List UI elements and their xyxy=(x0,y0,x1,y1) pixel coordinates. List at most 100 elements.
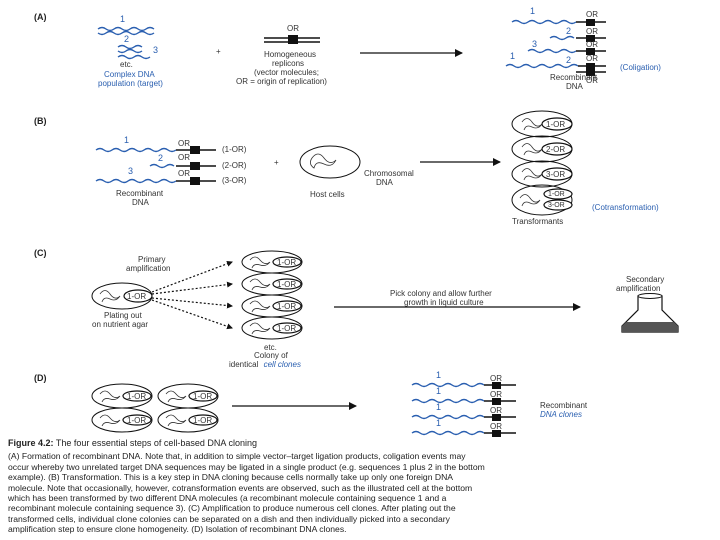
origin-block xyxy=(492,382,501,389)
clone-cell: 1-OR xyxy=(157,407,219,433)
flask-rim xyxy=(637,293,663,299)
panel-b-host-cell: Chromosomal DNA Host cells xyxy=(299,145,414,199)
recombinant-label: DNA xyxy=(132,198,150,207)
plasmid-label: 1-OR xyxy=(127,392,146,401)
plasmid-label: 1-OR xyxy=(193,416,212,425)
or-label: OR xyxy=(287,24,299,33)
transformants-label: Transformants xyxy=(512,217,563,226)
host-cells-label: Host cells xyxy=(310,190,345,199)
dna-fragment xyxy=(97,26,155,32)
dna-insert xyxy=(511,19,577,25)
plasmid-label: 1-OR xyxy=(277,258,296,267)
etc-label: etc. xyxy=(120,60,133,69)
caption-line: transformed cells, individual clone colo… xyxy=(8,513,450,524)
transformant-cell: 1-OR 3-OR xyxy=(511,184,573,216)
plasmid-label: 1-OR xyxy=(127,416,146,425)
caption-line: molecule. Note that occasionally, howeve… xyxy=(8,482,473,493)
replicon-label: (vector molecules; xyxy=(254,68,319,77)
panel-d-clones: 1 OR 1 OR 1 OR 1 OR Recombinant DNA clon… xyxy=(411,370,588,437)
panel-c-primary: Primary amplification 1-OR Plating out o… xyxy=(91,255,233,330)
or-label: OR xyxy=(490,390,502,399)
panel-b-recombinant-dna: 1 OR (1-OR) 2 OR (2-OR) 3 OR (3-OR) Reco… xyxy=(95,135,247,207)
caption-line: (A) Formation of recombinant DNA. Note t… xyxy=(8,451,466,462)
plasmid-label: 1-OR xyxy=(548,191,565,198)
recombinant-label: Recombinant xyxy=(116,189,164,198)
fragment-number: 3 xyxy=(532,39,537,49)
caption-line: example). (B) Transformation. This is a … xyxy=(8,472,454,483)
clone-cell: 1-OR xyxy=(241,272,303,296)
chromosomal-label: Chromosomal xyxy=(364,169,414,178)
colony-label-b: cell clones xyxy=(264,360,301,369)
origin-block xyxy=(288,35,298,44)
plasmid xyxy=(123,289,153,303)
or-label: OR xyxy=(178,153,190,162)
dna-insert xyxy=(411,430,485,436)
caption-line: which has been transformed by two differ… xyxy=(8,493,447,504)
transformant-cell: 2-OR xyxy=(511,135,573,163)
recombinant-tag: (3-OR) xyxy=(222,176,247,185)
coligation-label: (Coligation) xyxy=(620,63,661,72)
fragment-number: 3 xyxy=(128,166,133,176)
origin-block xyxy=(586,35,595,42)
replicon-label: OR = origin of replication) xyxy=(236,77,327,86)
dna-insert xyxy=(411,398,485,404)
or-label: OR xyxy=(586,54,598,63)
origin-block xyxy=(586,63,595,70)
pick-label: growth in liquid culture xyxy=(404,298,484,307)
primary-label: amplification xyxy=(126,264,170,273)
fragment-number: 3 xyxy=(153,45,158,55)
caption-title-text: The four essential steps of cell-based D… xyxy=(53,438,257,448)
origin-block xyxy=(586,48,595,55)
panel-b-transformants: 1-OR 2-OR 3-OR 1-OR 3-OR Transformants (… xyxy=(511,110,659,226)
dna-insert xyxy=(149,163,175,169)
chromosomal-dna xyxy=(310,153,337,169)
origin-block xyxy=(492,414,501,421)
recombinant-label: Recombinant xyxy=(550,73,598,82)
recombinant-label: DNA xyxy=(566,82,584,91)
or-label: OR xyxy=(586,40,598,49)
fragment-number: 1 xyxy=(436,418,441,428)
colony-label: Colony of xyxy=(254,351,289,360)
fragment-number: 2 xyxy=(158,153,163,163)
plus-sign: + xyxy=(216,47,221,56)
origin-block xyxy=(492,398,501,405)
clone-cell: 1-OR xyxy=(241,250,303,274)
target-label: Complex DNA xyxy=(104,70,155,79)
origin-block xyxy=(190,146,200,154)
flask-liquid xyxy=(622,322,678,332)
plating-label: on nutrient agar xyxy=(92,320,148,329)
panel-c-label: (C) xyxy=(34,248,47,258)
dna-insert xyxy=(505,63,579,69)
cotransformation-label: (Cotransformation) xyxy=(592,203,659,212)
clone-cell: 1-OR xyxy=(241,294,303,318)
fragment-number: 2 xyxy=(566,55,571,65)
plasmid-label: 1-OR xyxy=(127,292,146,301)
secondary-label: amplification xyxy=(616,284,660,293)
or-label: OR xyxy=(490,422,502,431)
host-cell xyxy=(299,145,361,179)
chromosomal-dna xyxy=(99,290,121,303)
dna-fragment xyxy=(97,30,155,36)
fragment-number: 1 xyxy=(124,135,129,145)
colony-label-a: identical xyxy=(229,360,259,369)
origin-block xyxy=(586,69,595,76)
panel-d-cells: 1-OR 1-OR 1-OR 1-OR xyxy=(91,383,219,433)
panel-d-label: (D) xyxy=(34,373,47,383)
plating-label: Plating out xyxy=(104,311,143,320)
plus-sign: + xyxy=(274,158,279,167)
fragment-number: 1 xyxy=(530,6,535,16)
plasmid-label: 1-OR xyxy=(277,302,296,311)
or-label: OR xyxy=(586,27,598,36)
clone-cell: 1-OR xyxy=(91,383,153,409)
or-label: OR xyxy=(178,139,190,148)
fragment-number: 1 xyxy=(436,386,441,396)
plasmid-label: 3-OR xyxy=(546,170,565,179)
panel-b-label: (B) xyxy=(34,116,47,126)
or-label: OR xyxy=(490,374,502,383)
dna-insert xyxy=(527,48,577,54)
or-label: OR xyxy=(490,406,502,415)
figure-caption: Figure 4.2: The four essential steps of … xyxy=(8,438,708,535)
dna-fragment xyxy=(117,54,151,60)
panel-c-colony: 1-OR 1-OR 1-OR 1-OR etc. Colony of ident… xyxy=(229,250,303,369)
replicon-label: Homogeneous xyxy=(264,50,316,59)
